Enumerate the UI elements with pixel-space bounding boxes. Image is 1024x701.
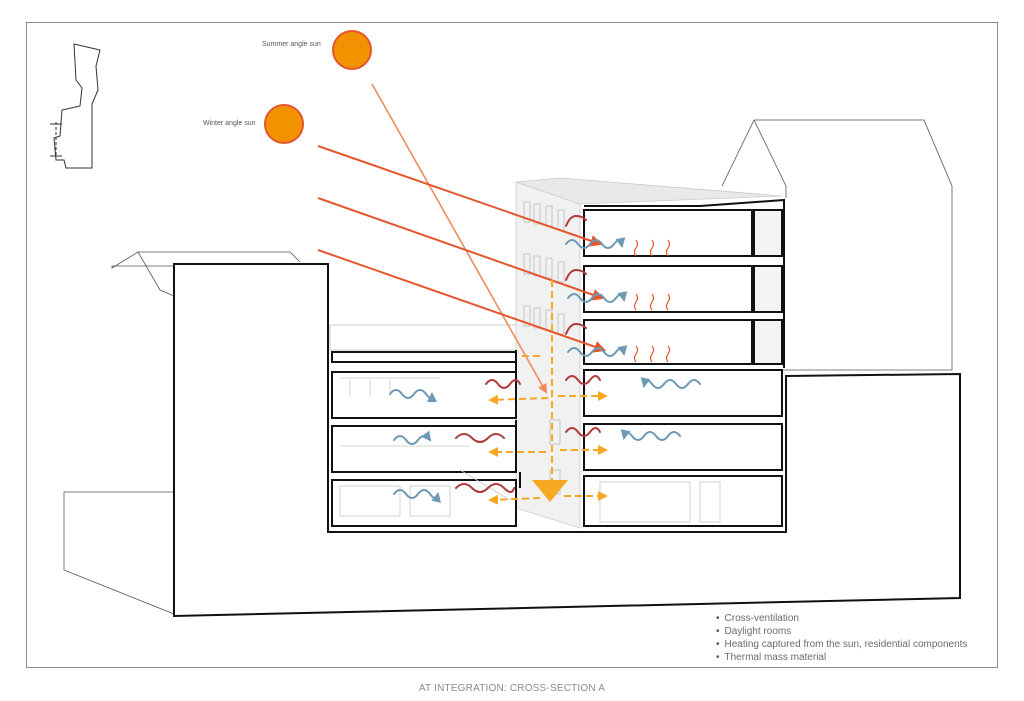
winter-sun-icon	[264, 104, 304, 144]
tower-facade	[515, 177, 783, 529]
figure-caption: AT INTEGRATION: CROSS-SECTION A	[418, 683, 606, 694]
summer-sun-icon	[332, 30, 372, 70]
warm-air-flow	[455, 214, 601, 493]
daylight-flow	[488, 280, 608, 505]
legend-item: Cross-ventilation	[716, 612, 967, 625]
winter-sun-ray	[317, 197, 605, 301]
existing-building-mass	[173, 263, 961, 618]
summer-sun-ray	[371, 83, 547, 394]
cool-air-flow	[389, 237, 701, 503]
daylight-funnel	[532, 480, 568, 502]
legend-item: Thermal mass material	[716, 651, 967, 664]
winter-sun-label: Winter angle sun	[203, 120, 256, 127]
winter-sun-ray	[317, 249, 607, 353]
building-section	[331, 198, 785, 527]
heat-squiggles	[633, 239, 671, 363]
legend: Cross-ventilation Daylight rooms Heating…	[716, 612, 968, 664]
legend-item: Heating captured from the sun, residenti…	[716, 638, 968, 651]
legend-item: Daylight rooms	[716, 625, 967, 638]
site-plan-key	[50, 43, 101, 169]
sun-rays	[317, 83, 607, 394]
interior-details	[339, 377, 721, 523]
summer-sun-label: Summer angle sun	[262, 41, 321, 48]
winter-sun-ray	[317, 145, 603, 247]
